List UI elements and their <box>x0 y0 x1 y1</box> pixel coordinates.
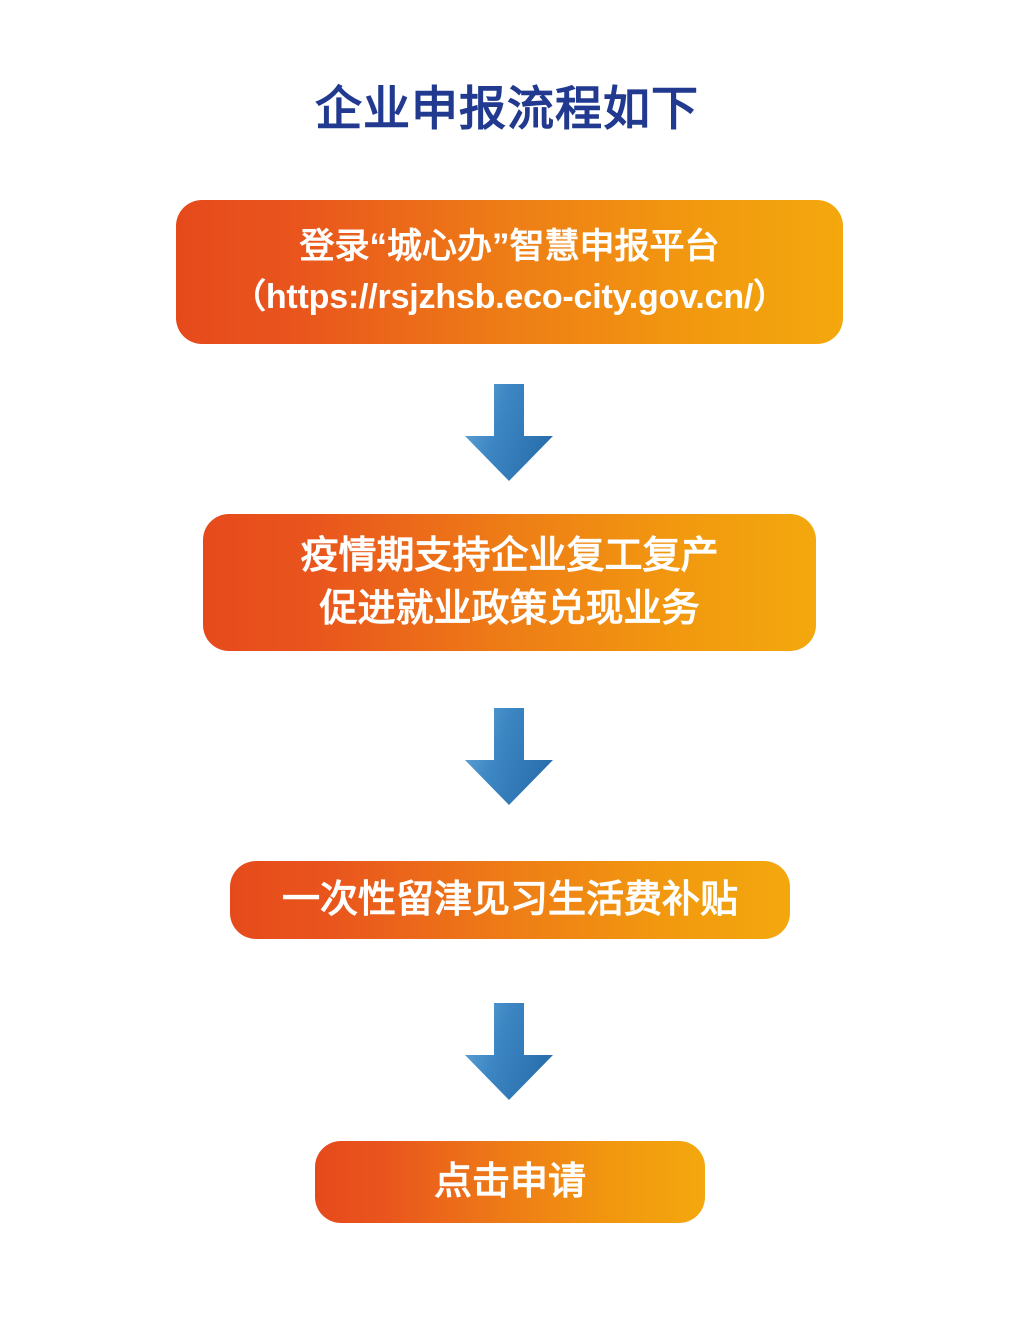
flow-step-business-line1: 疫情期支持企业复工复产 <box>300 534 719 577</box>
flow-step-subsidy-label: 一次性留津见习生活费补贴 <box>281 879 738 921</box>
page-title: 企业申报流程如下 <box>315 82 699 135</box>
arrow-down-icon <box>461 708 557 806</box>
flow-step-business-line2: 促进就业政策兑现业务 <box>319 587 700 630</box>
flow-step-login[interactable]: 登录“城心办”智慧申报平台 （https://rsjzhsb.eco-city.… <box>176 200 843 344</box>
flow-step-business[interactable]: 疫情期支持企业复工复产 促进就业政策兑现业务 <box>203 514 816 651</box>
flow-step-subsidy[interactable]: 一次性留津见习生活费补贴 <box>230 861 790 939</box>
flow-step-apply-button[interactable]: 点击申请 <box>315 1141 705 1223</box>
flow-step-login-url: （https://rsjzhsb.eco-city.gov.cn/） <box>232 278 787 316</box>
arrow-down-icon <box>461 384 557 482</box>
flow-step-login-line1: 登录“城心办”智慧申报平台 <box>299 227 720 266</box>
flow-step-apply-label: 点击申请 <box>433 1161 586 1203</box>
arrow-down-icon <box>461 1003 557 1101</box>
